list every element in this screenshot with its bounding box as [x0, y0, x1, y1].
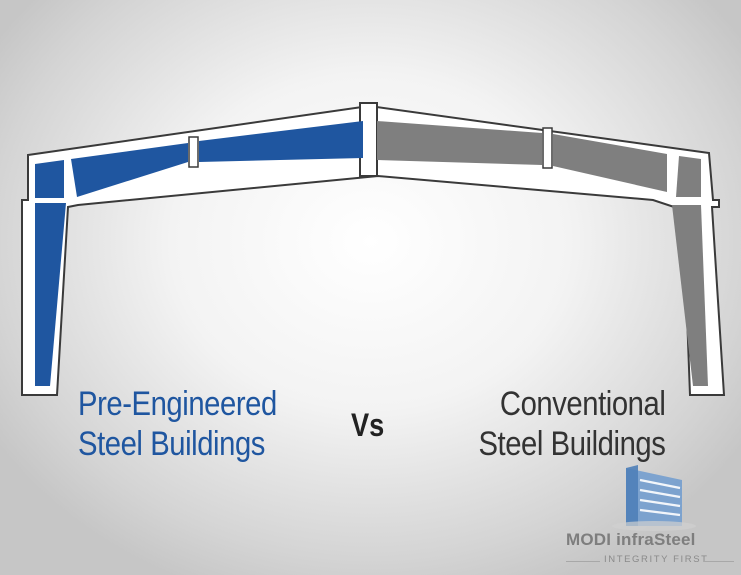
splice-plate: [542, 127, 553, 169]
conventional-line-2: Steel Buildings: [478, 425, 665, 463]
tagline: INTEGRITY FIRST: [604, 554, 709, 565]
peb-rafter-2: [199, 121, 363, 162]
splice-plate: [188, 136, 199, 168]
pre-engineered-label: Pre-Engineered Steel Buildings: [78, 384, 277, 464]
peb-rafter-1: [71, 143, 188, 197]
pre-engineered-line-1: Pre-Engineered: [78, 385, 277, 423]
versus-label: Vs: [351, 407, 385, 443]
pre-engineered-line-2: Steel Buildings: [78, 425, 265, 463]
csb-column: [672, 205, 708, 386]
tagline-rule-left: [566, 561, 600, 562]
tagline-rule-right: [704, 561, 734, 562]
csb-rafter-1: [377, 121, 542, 165]
building-logo-icon: [612, 465, 696, 531]
brand-name: MODI infraSteel: [566, 530, 696, 549]
conventional-label: Conventional Steel Buildings: [478, 384, 665, 464]
csb-rafter-2: [553, 134, 667, 192]
peb-column: [35, 203, 66, 386]
conventional-line-1: Conventional: [499, 385, 665, 423]
csb-knee: [676, 156, 701, 197]
peb-knee: [35, 160, 64, 198]
